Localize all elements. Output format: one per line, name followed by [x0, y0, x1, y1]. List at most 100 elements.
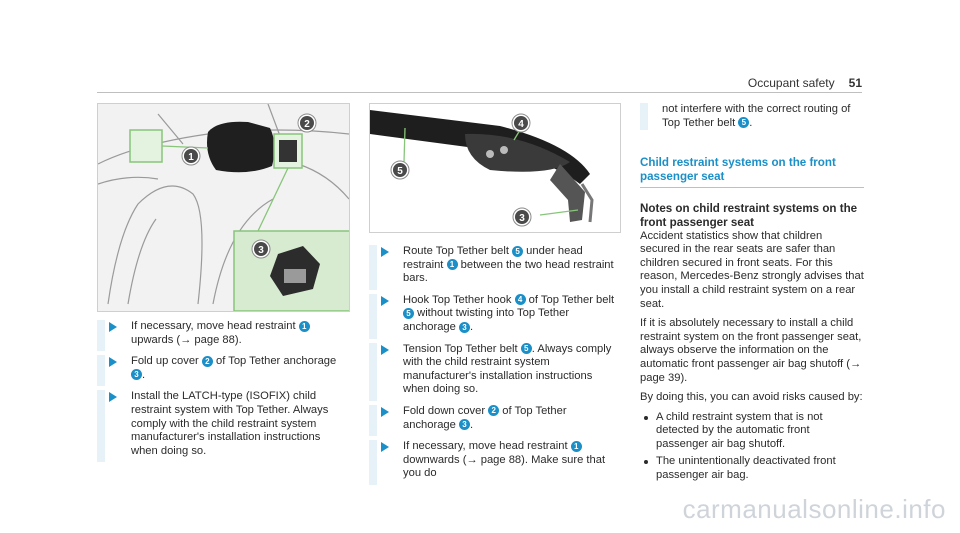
step-bar	[369, 404, 377, 437]
step-continuation: not interfere with the correct routing o…	[640, 103, 864, 131]
list-item: A child restraint system that is not det…	[640, 411, 864, 452]
callout-5: 5	[390, 160, 410, 180]
paragraph: If it is absolutely necessary to install…	[640, 317, 862, 384]
step-arrow-icon	[381, 247, 389, 257]
page-header: Occupant safety 51	[748, 76, 862, 90]
step-body: If necessary, move head restraint 1 upwa…	[117, 320, 349, 347]
tether-hook	[465, 133, 570, 172]
step-text: Fold down cover	[403, 404, 489, 417]
step-text: If necessary, move head restraint	[131, 320, 299, 332]
callout-number: 3	[458, 321, 470, 333]
callout-number: 1	[570, 440, 582, 452]
svg-text:4: 4	[518, 119, 524, 130]
step-text: .	[469, 320, 474, 333]
list-item-text: The unintentionally deactivated front pa…	[656, 455, 836, 482]
step-arrow-icon	[381, 295, 389, 306]
head-restraint	[207, 121, 275, 173]
step-text: If necessary, move head restraint	[403, 440, 571, 453]
instruction-step: Install the LATCH-type (ISOFIX) child re…	[97, 390, 349, 463]
step-text: of Top Tether anchorage	[403, 404, 567, 431]
callout-number: 2	[201, 355, 213, 367]
section-title: Child restraint systems on the front pas…	[640, 156, 864, 189]
figure-top-tether-belt: 4 5 3	[369, 103, 621, 233]
step-text: not interfere with the correct routing o…	[662, 103, 851, 129]
step-text: of Top Tether anchorage	[212, 355, 337, 368]
step-text: Tension Top Tether belt	[403, 342, 521, 355]
step-body: Route Top Tether belt 5 under head restr…	[389, 245, 621, 286]
step-text: without twisting into Top Tether anchora…	[403, 307, 570, 333]
bullet-dot	[644, 460, 648, 465]
list-item: The unintentionally deactivated front pa…	[640, 455, 864, 482]
instructions-column-2: Route Top Tether belt 5 under head restr…	[369, 245, 621, 489]
subheading: Notes on child restraint systems on the …	[640, 202, 858, 229]
callout-number: 3	[131, 369, 142, 381]
step-arrow-icon	[381, 442, 389, 453]
step-body: If necessary, move head restraint 1 down…	[389, 440, 621, 481]
step-text: of Top Tether belt	[525, 293, 615, 306]
instruction-step: If necessary, move head restraint 1 upwa…	[97, 320, 349, 352]
step-bar	[369, 245, 377, 290]
step-text: Route Top Tether belt	[403, 245, 513, 257]
callout-number: 2	[488, 405, 500, 417]
step-bar	[97, 390, 105, 463]
step-text: downwards (→ page 88). Make sure that yo…	[403, 453, 606, 480]
text-column-3: not interfere with the correct routing o…	[640, 103, 864, 487]
step-body: Hook Top Tether hook 4 of Top Tether bel…	[389, 294, 621, 335]
callout-number: 3	[458, 419, 470, 431]
header-divider	[97, 92, 862, 93]
step-text: .	[749, 116, 753, 129]
step-text: . Always comply with the child restraint…	[403, 342, 612, 396]
instruction-step: If necessary, move head restraint 1 down…	[369, 440, 621, 485]
anchorage-highlight	[129, 129, 163, 163]
step-arrow-icon	[381, 406, 389, 417]
callout-4: 4	[511, 113, 531, 133]
instruction-step: Route Top Tether belt 5 under head restr…	[369, 245, 621, 290]
svg-text:5: 5	[397, 166, 403, 177]
step-bar	[97, 355, 105, 387]
tether-illustration: 4 5 3	[370, 104, 620, 232]
paragraph: Accident statistics show that children s…	[640, 229, 864, 310]
seat-illustration: 1 2 3	[98, 104, 349, 311]
step-bar	[369, 293, 377, 339]
figure-head-restraint-anchorage: 1 2 3	[97, 103, 350, 312]
callout-number: 1	[298, 320, 310, 332]
step-body: Fold up cover 2 of Top Tether anchorage …	[117, 355, 349, 382]
instruction-step: Fold down cover 2 of Top Tether anchorag…	[369, 404, 621, 437]
callout-2: 2	[297, 113, 317, 133]
step-body: Tension Top Tether belt 5. Always comply…	[389, 343, 621, 397]
callout-3: 3	[251, 239, 271, 259]
step-text: Fold up cover	[131, 355, 202, 368]
paragraph: By doing this, you can avoid risks cause…	[640, 391, 863, 404]
bullet-dot	[644, 415, 648, 420]
step-text: Install the LATCH-type (ISOFIX) child re…	[131, 390, 329, 457]
step-text: under head restraint	[403, 245, 583, 271]
step-text: .	[469, 418, 474, 431]
step-arrow-icon	[381, 344, 389, 355]
step-bar	[97, 320, 105, 352]
svg-text:1: 1	[188, 152, 194, 163]
bullet-list: A child restraint system that is not det…	[640, 411, 864, 483]
callout-number: 5	[738, 117, 750, 129]
svg-text:3: 3	[258, 245, 264, 256]
callout-number: 5	[520, 343, 532, 355]
instruction-step: Hook Top Tether hook 4 of Top Tether bel…	[369, 293, 621, 339]
instructions-column-1: If necessary, move head restraint 1 upwa…	[97, 320, 349, 466]
step-text: Hook Top Tether hook	[403, 293, 515, 306]
section-name: Occupant safety	[747, 76, 835, 90]
step-bar	[640, 103, 648, 131]
page-number: 51	[848, 76, 862, 90]
watermark: carmanualsonline.info	[682, 494, 946, 524]
instruction-step: Tension Top Tether belt 5. Always comply…	[369, 342, 621, 401]
step-arrow-icon	[109, 392, 117, 403]
step-text: upwards (→ page 88).	[131, 333, 242, 346]
callout-number: 5	[512, 245, 524, 257]
svg-text:2: 2	[304, 119, 310, 130]
step-bar	[369, 440, 377, 485]
step-body: Install the LATCH-type (ISOFIX) child re…	[117, 390, 349, 458]
step-arrow-icon	[109, 357, 117, 368]
callout-number: 5	[403, 307, 414, 319]
step-text: .	[142, 368, 146, 381]
callout-number: 1	[446, 259, 458, 271]
callout-3b: 3	[512, 207, 532, 227]
step-body: Fold down cover 2 of Top Tether anchorag…	[389, 405, 621, 432]
